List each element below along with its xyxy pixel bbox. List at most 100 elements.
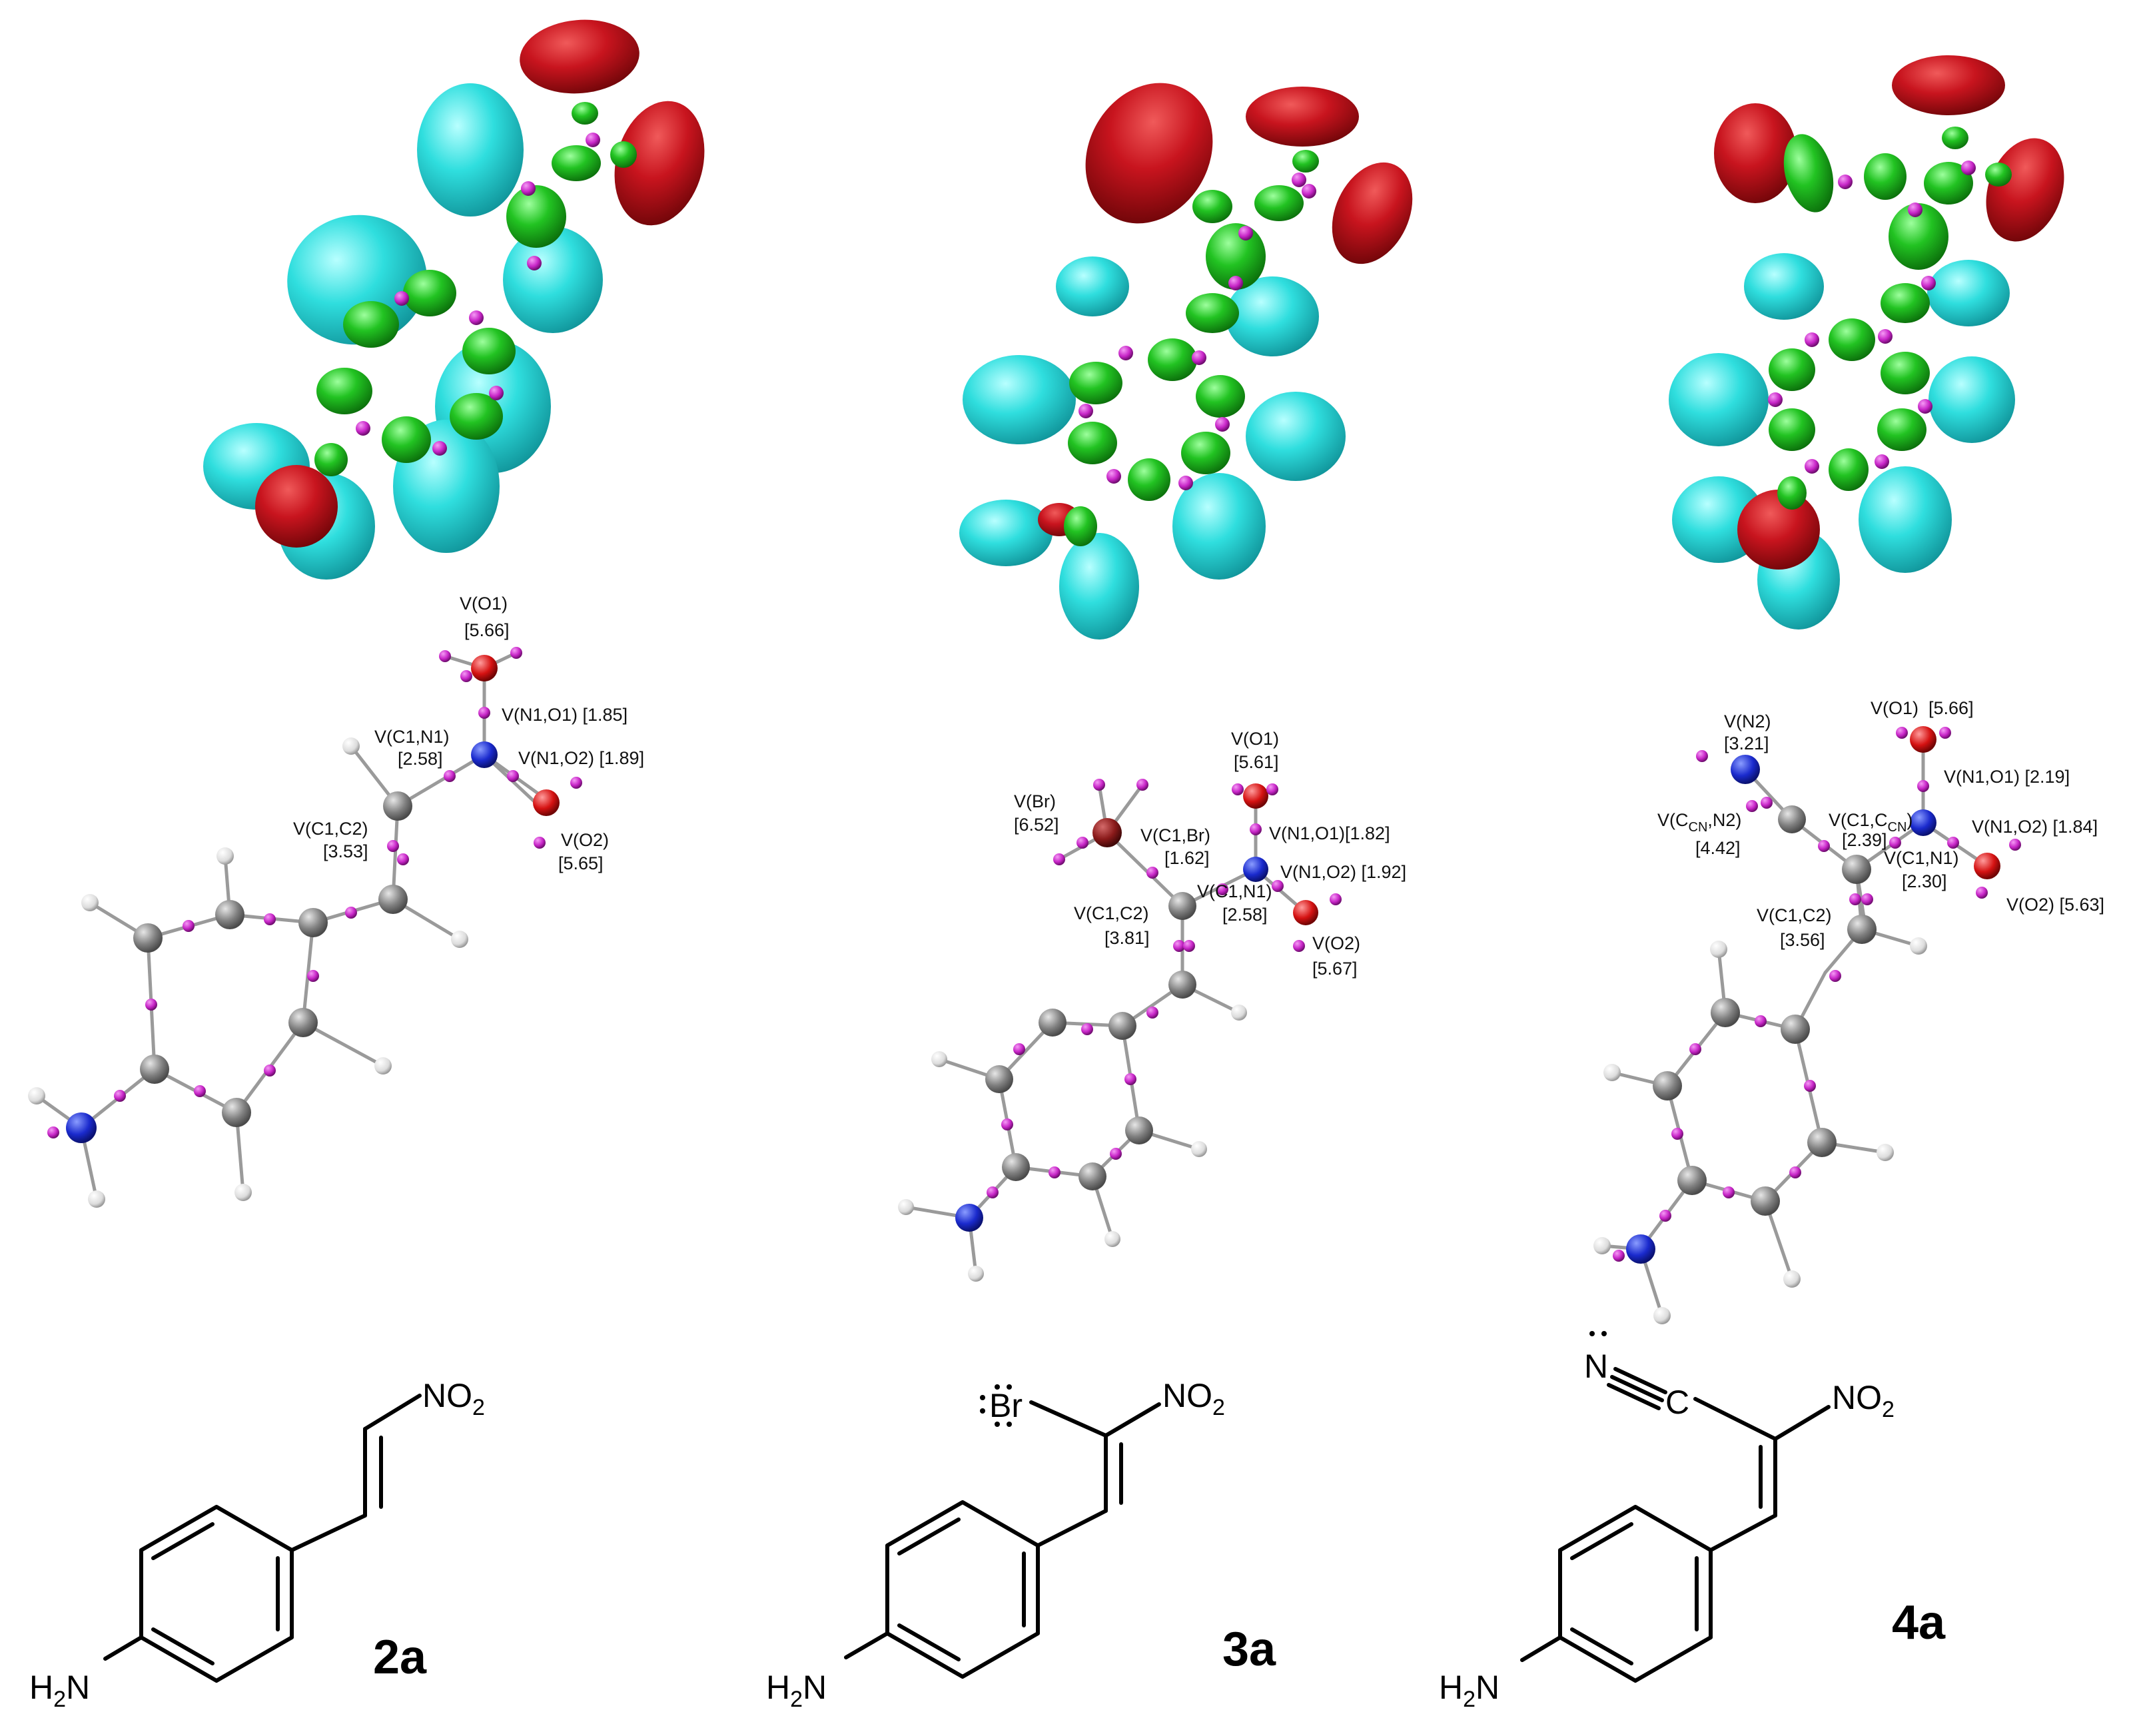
red-basin (1246, 87, 1359, 147)
attractor (987, 1186, 999, 1198)
attractor (527, 256, 542, 270)
green-basin (1829, 448, 1869, 491)
hydrogen-atom (216, 847, 234, 865)
label-v-c1-ccn-value: [2.39] (1842, 830, 1887, 850)
carbon-atom (383, 791, 412, 821)
attractor (2009, 839, 2021, 851)
attractor (586, 133, 600, 147)
attractor (1939, 727, 1951, 739)
attractor (1215, 417, 1230, 432)
cyan-basin (503, 226, 603, 333)
green-basin (1196, 375, 1245, 418)
bromine-atom (1092, 818, 1122, 847)
bromine-label: Br (989, 1387, 1023, 1424)
hydrogen-atom (968, 1266, 984, 1282)
label-v-o2: V(O2) [5.63] (2006, 895, 2104, 915)
attractor (1761, 797, 1773, 809)
label-v-o1-value: [5.66] (464, 620, 510, 640)
green-basin (1186, 293, 1239, 333)
green-basin (1942, 127, 1968, 149)
green-basin (572, 102, 598, 125)
label-v-o2-value: [5.65] (558, 853, 604, 873)
atoms (898, 783, 1318, 1282)
attractor (507, 770, 519, 782)
green-basin (403, 270, 456, 316)
green-basin (462, 328, 516, 374)
carbon-atom (985, 1065, 1013, 1093)
attractor (1178, 476, 1193, 490)
red-basin (1737, 490, 1820, 570)
green-basin (1783, 134, 1834, 213)
green-basin (1069, 362, 1122, 404)
molecule-4a: V(N2) [3.21] V(O1) [5.66] V(N1,O1) [2.19… (1593, 698, 2104, 1324)
attractor (345, 907, 357, 919)
nitrile-n-label: N (1584, 1348, 1608, 1385)
attractors (1613, 727, 2021, 1262)
green-basin (1829, 318, 1875, 361)
attractor (1805, 459, 1819, 474)
nitro-group-label: NO2 (1832, 1379, 1895, 1422)
carbon-atom (222, 1098, 251, 1127)
green-basin (1769, 348, 1815, 391)
label-v-br: V(Br) (1014, 791, 1056, 811)
attractor (1118, 346, 1133, 360)
attractor (469, 310, 484, 325)
molecule-3a: V(O1) [5.61] V(Br) [6.52] V(C1,Br) [1.62… (898, 729, 1406, 1282)
bonds (35, 651, 548, 1201)
label-v-n1-o2: V(N1,O2) [1.92] (1280, 862, 1406, 882)
atoms (28, 655, 560, 1208)
carbon-atom (133, 923, 163, 953)
label-v-o1: V(O1) (1231, 729, 1279, 749)
attractor (1250, 823, 1262, 835)
green-basin (1877, 408, 1926, 451)
carbon-atom (140, 1055, 169, 1084)
hydrogen-atom (1104, 1231, 1120, 1247)
label-v-c1-br: V(C1,Br) (1140, 825, 1210, 845)
bonds (904, 783, 1308, 1276)
attractor (439, 650, 451, 662)
nitrogen-atom (1243, 857, 1268, 882)
atoms (1593, 726, 2000, 1324)
carbon-atom (1677, 1166, 1707, 1195)
green-basin (343, 301, 399, 348)
attractor (194, 1085, 206, 1097)
structure-4a: N C NO2 H2N 4a (1439, 1331, 1946, 1712)
green-basin (506, 185, 566, 248)
cyan-basin (417, 83, 524, 217)
compound-id-4a: 4a (1892, 1596, 1946, 1649)
carbon-atom (1653, 1071, 1682, 1100)
attractor (145, 999, 157, 1011)
cyan-basin (1927, 260, 2010, 326)
attractor (1106, 469, 1121, 484)
attractor (1124, 1073, 1136, 1085)
oxygen-atom (533, 789, 560, 816)
attractor (1001, 1118, 1013, 1130)
attractor (478, 707, 490, 719)
attractor (1078, 404, 1093, 418)
cyan-basin (963, 355, 1076, 444)
carbon-atom (1168, 892, 1196, 920)
attractor (1768, 392, 1783, 407)
attractors (987, 779, 1342, 1198)
green-basin (1924, 162, 1973, 205)
attractor (1266, 783, 1278, 795)
green-basin (1181, 432, 1230, 474)
attractor (397, 853, 409, 865)
hydrogen-atom (1653, 1307, 1671, 1324)
attractor (534, 837, 546, 849)
amine-group-label: H2N (766, 1669, 827, 1712)
attractor (432, 441, 447, 456)
label-v-c1-n1: V(C1,N1) (374, 727, 450, 747)
nitro-group-label: NO2 (422, 1377, 485, 1420)
attractor (1659, 1210, 1671, 1222)
carbon-atom (215, 900, 244, 929)
label-v-n1-o1: V(N1,O1) [2.19] (1944, 767, 2070, 787)
hydrogen-atom (1191, 1141, 1207, 1157)
hydrogen-atom (1877, 1144, 1894, 1161)
label-v-c1-n1-value: [2.58] (398, 749, 443, 769)
attractor (183, 920, 195, 932)
attractors (47, 647, 582, 1138)
elf-isosurface-3a (959, 83, 1413, 640)
attractor (264, 1065, 276, 1077)
